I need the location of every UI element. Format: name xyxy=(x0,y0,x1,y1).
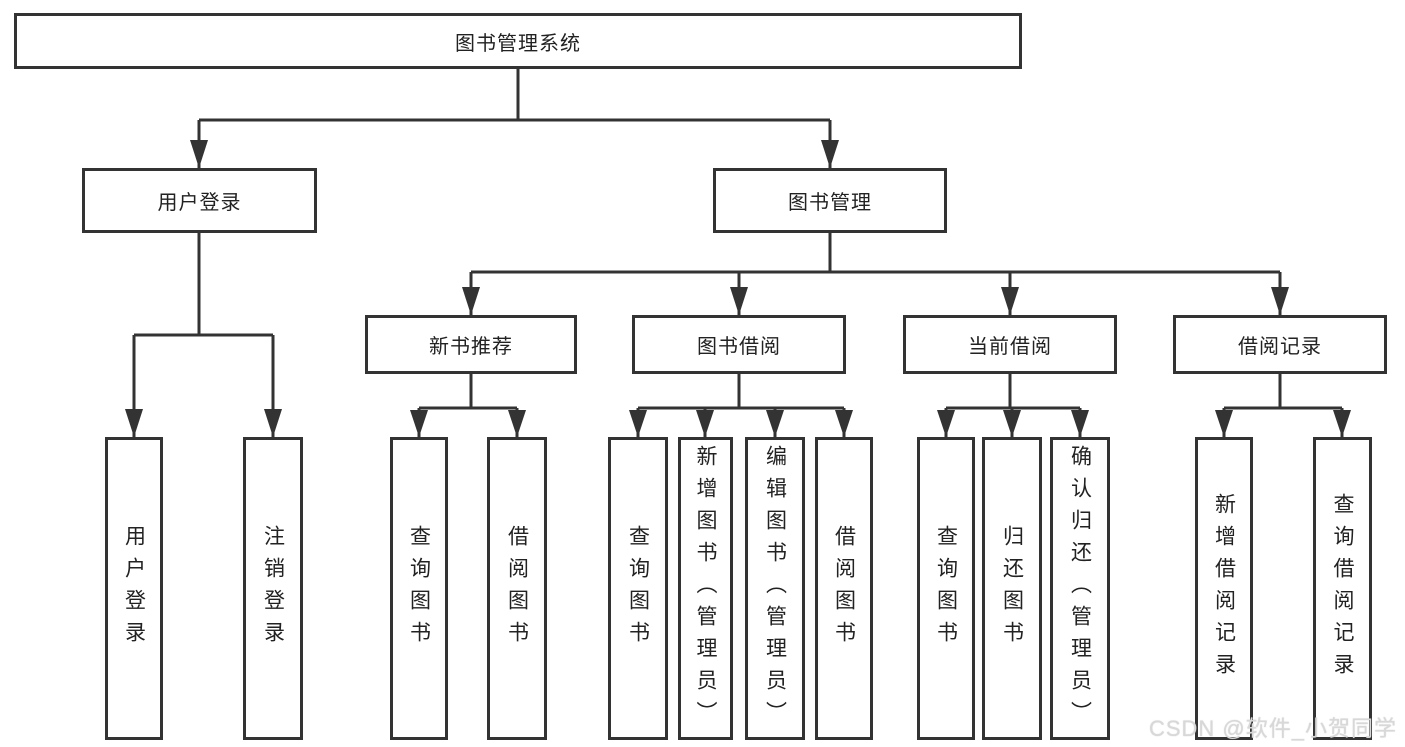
arrow-down-icon xyxy=(937,410,955,437)
leaf-query-books-current: 查询图书 xyxy=(917,437,975,740)
arrow-down-icon xyxy=(1071,410,1089,437)
node-label: 用户登录 xyxy=(122,524,146,653)
edge-current-borrowing-to-leaves xyxy=(937,374,1089,437)
node-label: 借阅图书 xyxy=(832,524,856,653)
node-book-borrowing: 图书借阅 xyxy=(632,315,846,374)
leaf-edit-books-admin: 编辑图书（管理员） xyxy=(745,437,805,740)
node-label: 借阅图书 xyxy=(505,524,529,653)
node-label: 归还图书 xyxy=(1000,524,1024,653)
node-label: 查询借阅记录 xyxy=(1331,492,1354,685)
leaf-borrow-books: 借阅图书 xyxy=(815,437,873,740)
edge-book-borrowing-to-leaves xyxy=(629,374,853,437)
leaf-return-books: 归还图书 xyxy=(982,437,1042,740)
leaf-borrow-books-recommend: 借阅图书 xyxy=(487,437,547,740)
leaf-add-books-admin: 新增图书（管理员） xyxy=(678,437,733,740)
arrow-down-icon xyxy=(835,410,853,437)
node-label: 查询图书 xyxy=(626,524,650,653)
edge-borrow-records-to-leaves xyxy=(1215,374,1351,437)
arrow-down-icon xyxy=(264,409,282,437)
edge-new-book-recommend-to-leaves xyxy=(410,374,526,437)
node-label: 图书借阅 xyxy=(697,336,781,358)
leaf-logout: 注销登录 xyxy=(243,437,303,740)
node-label: 图书管理 xyxy=(788,192,872,214)
arrow-down-icon xyxy=(766,410,784,437)
node-current-borrowing: 当前借阅 xyxy=(903,315,1117,374)
leaf-add-borrow-record: 新增借阅记录 xyxy=(1195,437,1253,740)
arrow-down-icon xyxy=(1001,287,1019,315)
node-label: 新增借阅记录 xyxy=(1212,492,1236,685)
node-label: 新书推荐 xyxy=(429,336,513,358)
arrow-down-icon xyxy=(629,410,647,437)
node-label: 确认归还（管理员） xyxy=(1068,444,1092,733)
node-label: 借阅记录 xyxy=(1238,336,1322,358)
arrow-down-icon xyxy=(696,410,714,437)
node-label: 查询图书 xyxy=(934,524,958,653)
edge-user-login-to-leaves xyxy=(125,233,282,437)
arrow-down-icon xyxy=(190,140,208,168)
node-label: 查询图书 xyxy=(407,524,431,653)
arrow-down-icon xyxy=(1333,410,1351,437)
node-library-management-system: 图书管理系统 xyxy=(14,13,1022,69)
arrow-down-icon xyxy=(1003,410,1021,437)
arrow-down-icon xyxy=(1271,287,1289,315)
arrow-down-icon xyxy=(1215,410,1233,437)
node-label: 新增图书（管理员） xyxy=(694,444,717,733)
leaf-user-login: 用户登录 xyxy=(105,437,163,740)
node-book-management: 图书管理 xyxy=(713,168,947,233)
node-new-book-recommend: 新书推荐 xyxy=(365,315,577,374)
node-label: 当前借阅 xyxy=(968,336,1052,358)
arrow-down-icon xyxy=(508,410,526,437)
arrow-down-icon xyxy=(125,409,143,437)
arrow-down-icon xyxy=(730,287,748,315)
leaf-query-books-borrowing: 查询图书 xyxy=(608,437,668,740)
arrow-down-icon xyxy=(821,140,839,168)
node-label: 图书管理系统 xyxy=(455,32,581,55)
arrow-down-icon xyxy=(410,410,428,437)
node-borrow-records: 借阅记录 xyxy=(1173,315,1387,374)
leaf-query-books-recommend: 查询图书 xyxy=(390,437,448,740)
node-label: 编辑图书（管理员） xyxy=(763,444,787,733)
csdn-watermark: CSDN @软件_小贺同学 xyxy=(1148,716,1397,741)
leaf-query-borrow-record: 查询借阅记录 xyxy=(1313,437,1372,740)
arrow-down-icon xyxy=(462,287,480,315)
node-label: 用户登录 xyxy=(157,192,242,214)
node-user-login: 用户登录 xyxy=(82,168,317,233)
leaf-confirm-return-admin: 确认归还（管理员） xyxy=(1050,437,1110,740)
node-label: 注销登录 xyxy=(261,524,285,653)
edge-book-management-to-level3 xyxy=(462,233,1289,315)
edge-root-to-level2 xyxy=(190,69,839,168)
